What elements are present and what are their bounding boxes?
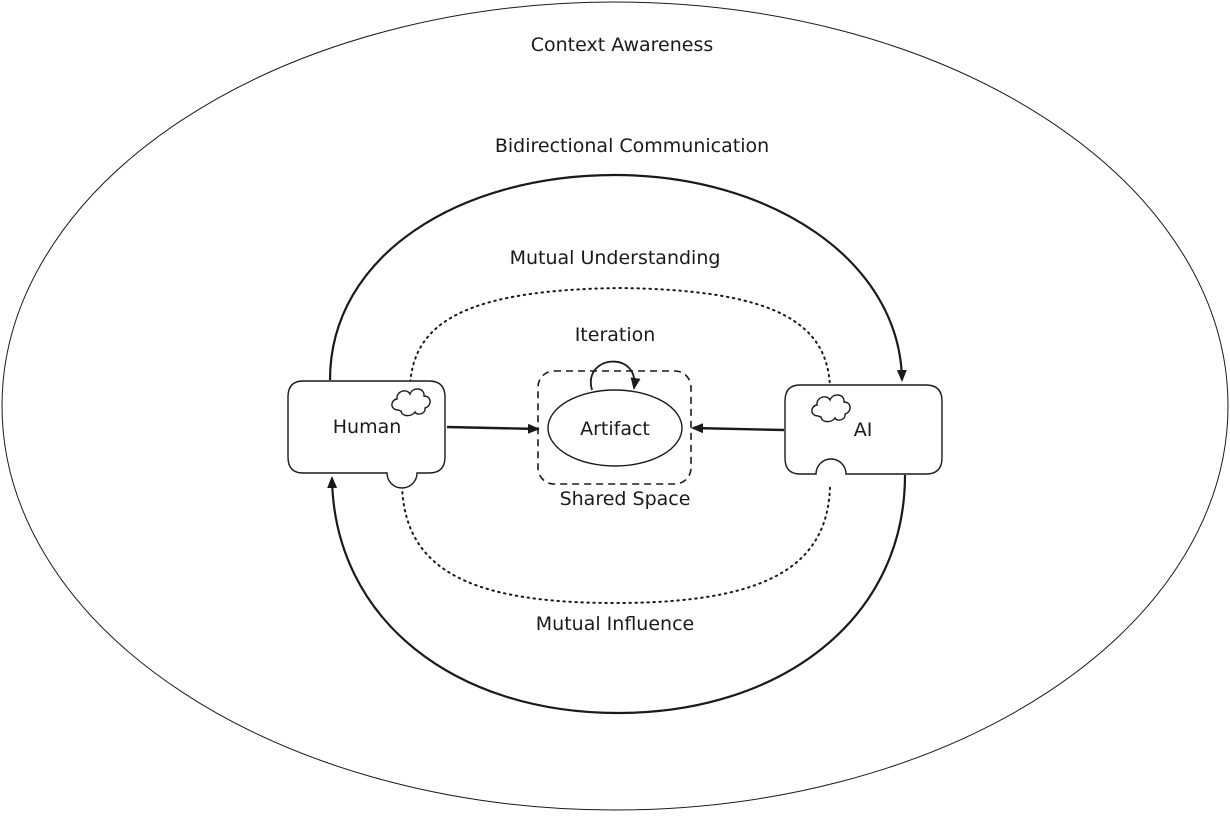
human-label: Human [332, 416, 402, 438]
ai-cloud-icon [811, 394, 851, 423]
artifact-label: Artifact [580, 418, 650, 440]
mutual-understanding-label: Mutual Understanding [509, 247, 721, 269]
mutual-influence-arc [401, 485, 831, 605]
shared-space-label: Shared Space [559, 488, 691, 510]
bidirectional-communication-label: Bidirectional Communication [494, 135, 770, 157]
human-to-artifact-arrow [446, 423, 540, 434]
ai-to-artifact-arrow [691, 423, 785, 434]
ai-label: AI [853, 419, 873, 441]
mutual-influence-label: Mutual Influence [535, 613, 695, 635]
artifact-node[interactable] [547, 389, 683, 467]
human-cloud-icon [391, 388, 431, 417]
mutual-understanding-arc [409, 286, 831, 389]
iteration-loop-arrow [589, 360, 641, 391]
bidirectional-top-arrow [328, 173, 907, 382]
context-awareness-label: Context Awareness [530, 34, 714, 56]
bidirectional-bottom-arrow [327, 474, 907, 715]
iteration-label: Iteration [574, 324, 656, 346]
